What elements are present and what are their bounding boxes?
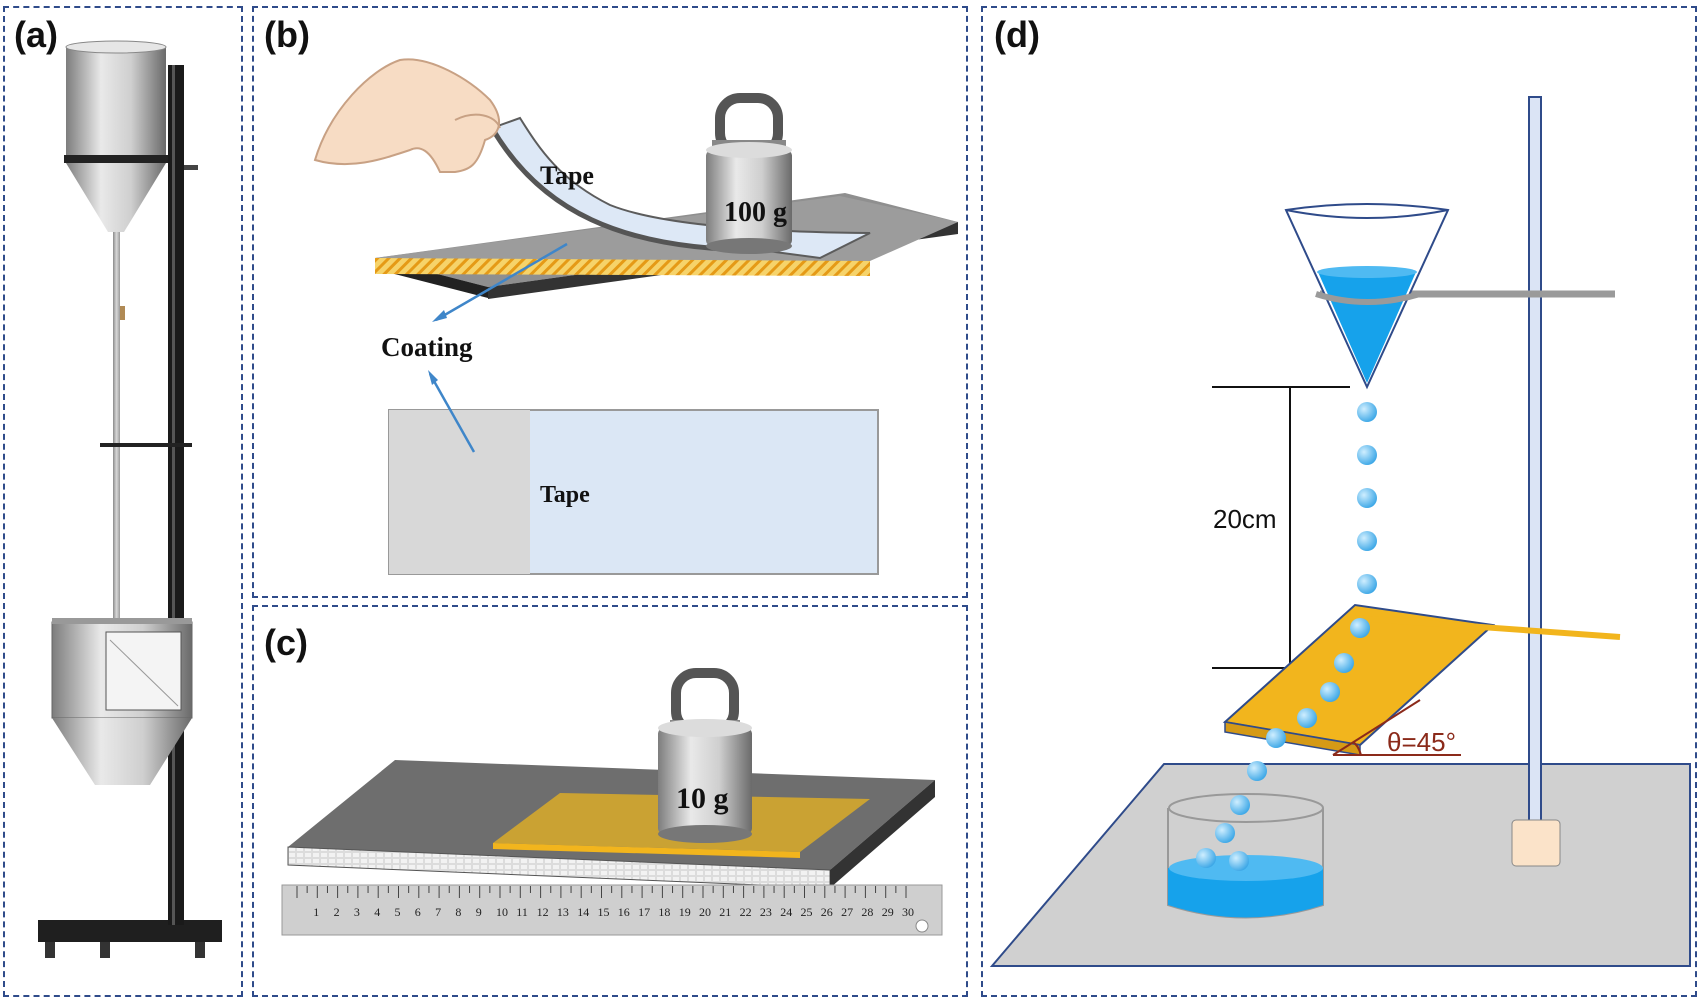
ruler-number: 21: [719, 905, 731, 919]
ruler-number: 29: [882, 905, 894, 919]
ruler-number: 2: [334, 905, 340, 919]
coating-label: Coating: [381, 332, 473, 362]
ruler-number: 4: [374, 905, 380, 919]
panel-c-frame: [252, 605, 968, 997]
water-droplets: [1196, 402, 1377, 871]
weight-10g-label: 10 g: [676, 782, 729, 815]
panel-c-label: (c): [264, 622, 308, 663]
ruler-number: 14: [577, 905, 589, 919]
tape-bottom-label: Tape: [540, 482, 590, 508]
height-label: 20cm: [1213, 504, 1277, 534]
ruler-number: 9: [476, 905, 482, 919]
water-drop-apparatus: [989, 96, 1691, 967]
ruler-number: 1: [313, 905, 319, 919]
ruler-number: 16: [618, 905, 630, 919]
ruler-number: 3: [354, 905, 360, 919]
panel-a-frame: [3, 6, 243, 997]
ruler-number: 30: [902, 905, 914, 919]
thickness-test-illustration: [281, 668, 943, 936]
ruler-number: 10: [496, 905, 508, 919]
panel-b-label: (b): [264, 14, 310, 55]
ruler-number: 5: [395, 905, 401, 919]
ruler-number: 23: [760, 905, 772, 919]
falling-sand-apparatus: [38, 40, 222, 958]
tape-test-illustration: [313, 58, 958, 575]
ruler-number: 13: [557, 905, 569, 919]
ruler-number: 27: [841, 905, 853, 919]
panel-a-label: (a): [14, 14, 58, 55]
angle-label: θ=45°: [1387, 727, 1456, 757]
ruler-number: 25: [801, 905, 813, 919]
ruler-number: 20: [699, 905, 711, 919]
panel-d-label: (d): [994, 14, 1040, 55]
ruler-number: 11: [516, 905, 528, 919]
tape-top-label: Tape: [540, 161, 594, 190]
ruler-number: 22: [740, 905, 752, 919]
panel-d-frame: [981, 6, 1697, 997]
ruler-number: 15: [598, 905, 610, 919]
ruler-number: 7: [435, 905, 441, 919]
ruler-number: 19: [679, 905, 691, 919]
weight-100g-label: 100 g: [724, 197, 787, 228]
ruler-number: 24: [780, 905, 792, 919]
ruler-number: 26: [821, 905, 833, 919]
ruler-number: 6: [415, 905, 421, 919]
ruler-number: 8: [455, 905, 461, 919]
ruler-number: 18: [658, 905, 670, 919]
ruler-number: 28: [861, 905, 873, 919]
ruler-number: 17: [638, 905, 650, 919]
ruler-number: 12: [537, 905, 549, 919]
panel-b-frame: [252, 6, 968, 598]
